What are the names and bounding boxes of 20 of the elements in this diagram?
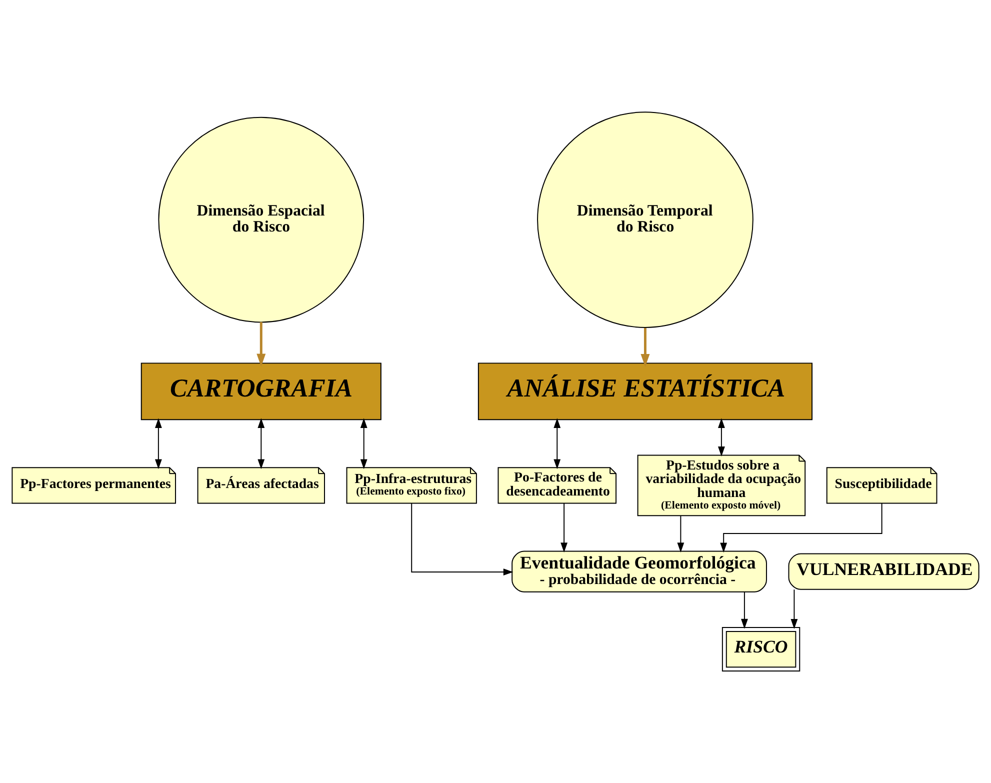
arrow	[720, 502, 882, 553]
arrow	[740, 591, 748, 629]
arrow	[554, 418, 561, 470]
node-box: CARTOGRAFIA	[140, 362, 382, 420]
arrow	[677, 516, 684, 553]
arrow	[154, 418, 162, 470]
arrow	[640, 328, 650, 367]
node-box: RISCO	[722, 627, 800, 672]
node-circle: Dimensão Temporal do Risco	[537, 112, 754, 328]
arrow	[718, 418, 725, 456]
node-box: Eventualidade Geomorfológica - probabilidade de ocorrência -	[512, 550, 767, 592]
arrow	[560, 502, 568, 553]
arrow	[360, 418, 368, 470]
arrow	[256, 322, 266, 367]
arrow	[258, 418, 265, 470]
node-box: ANÁLISE ESTATÍSTICA	[478, 362, 813, 420]
node-circle: Dimensão Espacial do Risco	[158, 116, 364, 323]
arrow	[790, 589, 798, 629]
arrow	[411, 502, 514, 576]
node-box: VULNERABILIDADE	[788, 553, 980, 590]
